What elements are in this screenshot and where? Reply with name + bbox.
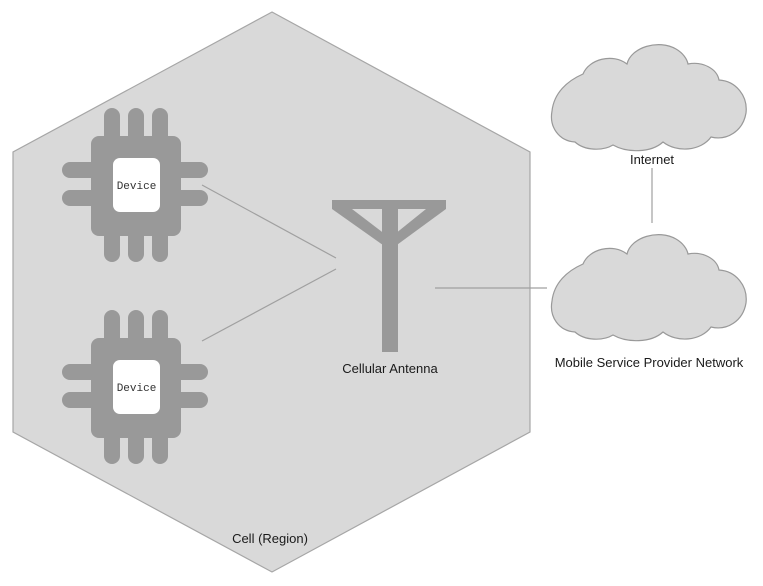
internet-label: Internet [630, 152, 674, 167]
provider-cloud[interactable]: Mobile Service Provider Network [550, 234, 747, 370]
internet-cloud[interactable]: Internet [550, 44, 747, 167]
cell-hexagon [12, 11, 531, 573]
cloud-icon [550, 234, 747, 342]
device-label: Device [117, 181, 157, 193]
device-chip-2[interactable]: Device [62, 310, 208, 464]
connection-device1-antenna [201, 184, 337, 259]
cloud-icon [550, 44, 747, 152]
antenna[interactable]: Cellular Antenna [332, 200, 446, 376]
connection-device2-antenna [201, 268, 337, 342]
antenna-label: Cellular Antenna [342, 361, 438, 376]
antenna-icon [332, 200, 446, 352]
chip-core [113, 158, 160, 212]
device-chip-1[interactable]: Device [62, 108, 208, 262]
provider-label: Mobile Service Provider Network [555, 355, 744, 370]
device-label: Device [117, 383, 157, 395]
chip-core [113, 360, 160, 414]
cell-label: Cell (Region) [232, 531, 308, 546]
